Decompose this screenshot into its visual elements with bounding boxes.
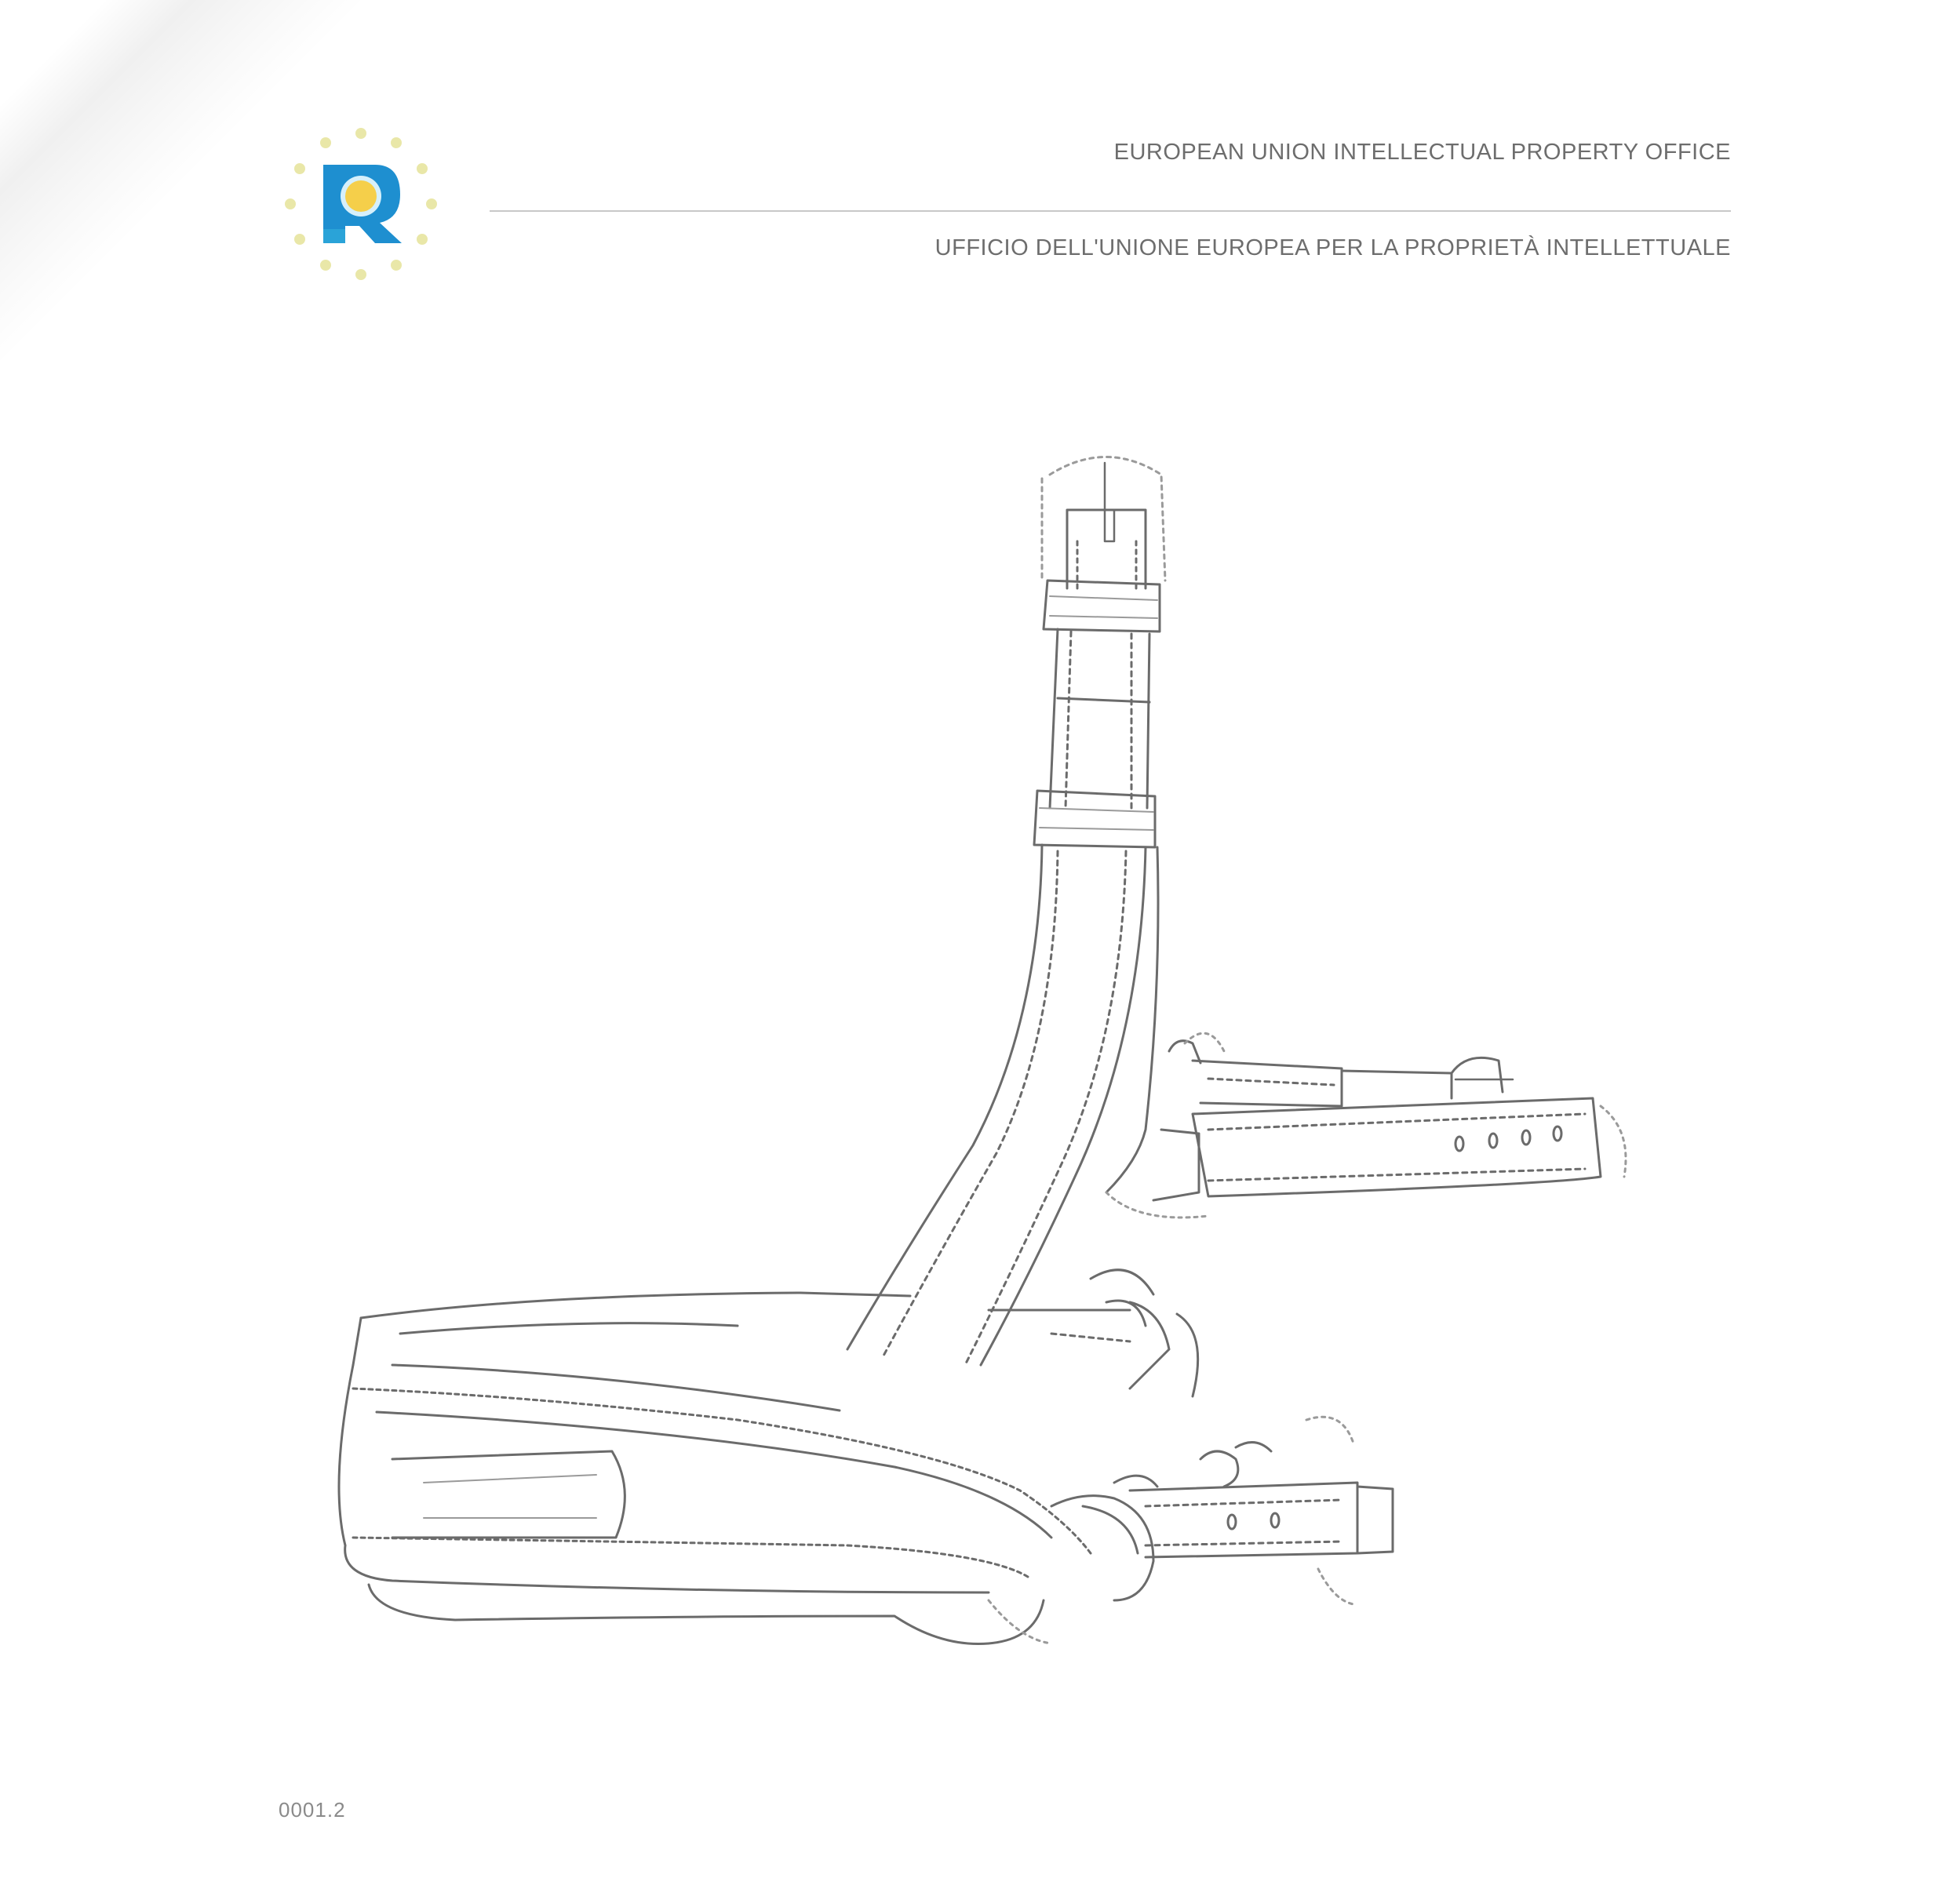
page-code: 0001.2 <box>279 1798 346 1822</box>
euipo-logo-icon <box>285 128 437 280</box>
euipo-logo <box>282 126 439 282</box>
office-title-english: EUROPEAN UNION INTELLECTUAL PROPERTY OFF… <box>1113 140 1731 165</box>
office-title-italian: UFFICIO DELL'UNIONE EUROPEA PER LA PROPR… <box>934 235 1731 260</box>
muzzle-drawing <box>337 456 1627 1646</box>
header-divider <box>490 210 1731 212</box>
